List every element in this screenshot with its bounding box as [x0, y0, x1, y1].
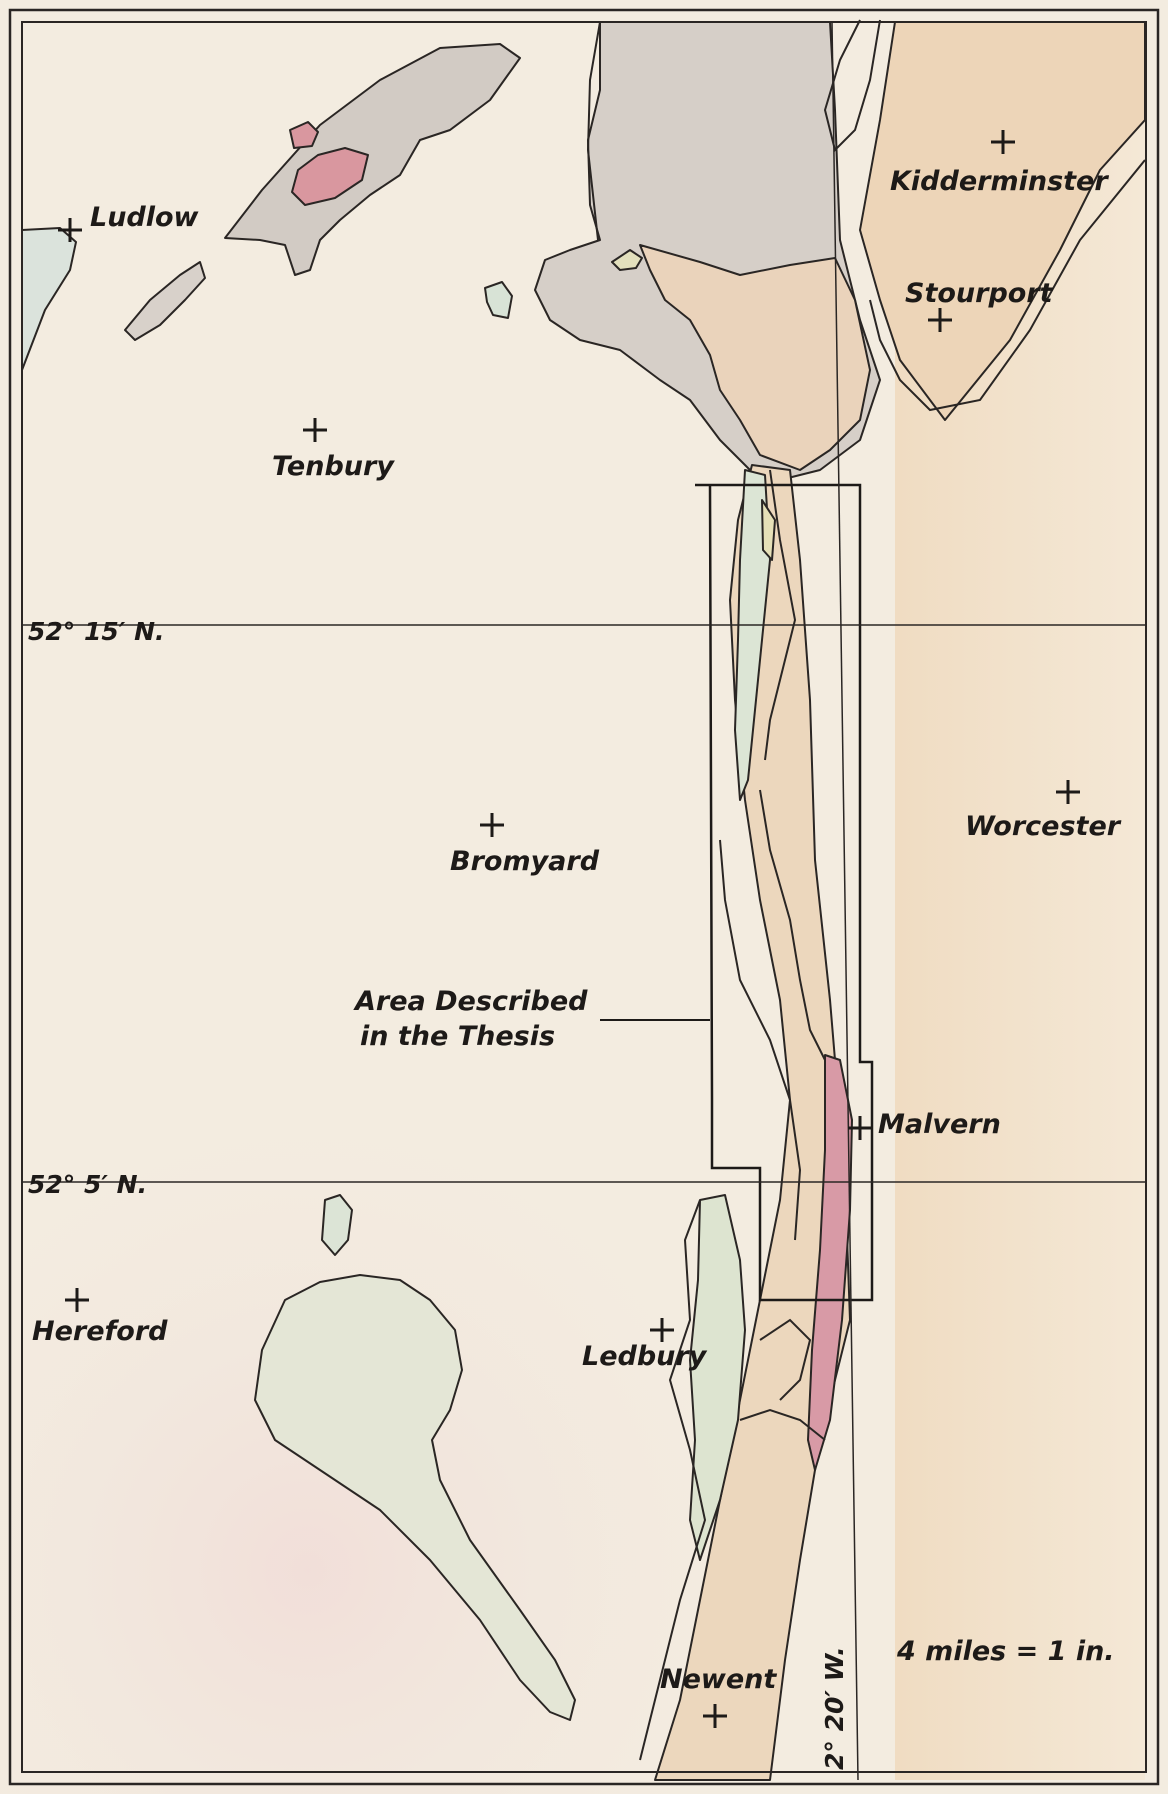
town-marker-ludlow: Ludlow	[58, 202, 200, 242]
woolhope-dome-outcrop	[254, 1274, 576, 1721]
malvern-sandstone-strip	[654, 464, 851, 1781]
town-label: Ludlow	[90, 202, 200, 233]
town-label: Malvern	[878, 1109, 1001, 1140]
town-marker-stourport: Stourport	[905, 278, 1054, 332]
boundary-line	[639, 1199, 707, 1761]
town-label: Hereford	[32, 1316, 168, 1347]
cross-marker-icon	[303, 418, 327, 442]
latitude-label-south: 52° 5′ N.	[28, 1170, 147, 1199]
ledbury-green-band	[689, 1194, 746, 1561]
town-label: Worcester	[965, 811, 1122, 842]
town-label: Stourport	[905, 278, 1054, 309]
study-area-boundary	[695, 483, 874, 1302]
small-green-outcrop	[484, 281, 513, 319]
malvern-red-ridge	[807, 1054, 853, 1471]
longitude-line	[831, 21, 859, 1781]
town-marker-bromyard: Bromyard	[450, 813, 600, 877]
boundary-line	[869, 159, 1146, 412]
cross-marker-icon	[650, 1318, 674, 1342]
town-label: Tenbury	[272, 451, 395, 482]
boundary-line	[739, 1408, 826, 1441]
clee-hills-outcrop	[224, 43, 521, 276]
cross-marker-icon	[703, 1704, 727, 1728]
town-marker-hereford: Hereford	[32, 1288, 168, 1347]
cross-marker-icon	[991, 130, 1015, 154]
coal-field-sandstone	[639, 244, 871, 471]
map-outer-border	[8, 8, 1160, 1786]
boundary-line	[764, 469, 797, 761]
cross-marker-icon	[480, 813, 504, 837]
town-label: Ledbury	[582, 1341, 708, 1372]
boundary-line	[586, 21, 601, 241]
town-label: Newent	[660, 1664, 777, 1695]
cross-marker-icon	[65, 1288, 89, 1312]
longitude-label: 2° 20′ W.	[820, 1646, 849, 1770]
town-marker-newent: Newent	[660, 1664, 777, 1728]
latitude-label-north: 52° 15′ N.	[28, 617, 165, 646]
town-label: Bromyard	[450, 846, 600, 877]
boundary-line	[759, 789, 826, 1061]
red-outcrop-south	[291, 147, 369, 206]
boundary-line	[759, 1318, 812, 1401]
town-marker-kidderminster: Kidderminster	[890, 130, 1109, 197]
town-marker-tenbury: Tenbury	[272, 418, 395, 482]
cross-marker-icon	[848, 1116, 872, 1140]
town-marker-worcester: Worcester	[965, 780, 1122, 842]
scale-label: 4 miles = 1 in.	[896, 1636, 1115, 1667]
eastern-sandstone-region	[895, 22, 1145, 1780]
red-outcrop-north	[289, 121, 319, 149]
town-marker-ledbury: Ledbury	[582, 1318, 708, 1372]
ludlow-anticline-ridge	[124, 261, 206, 341]
study-area-label-line1: Area Described	[353, 986, 588, 1017]
town-label: Kidderminster	[890, 166, 1109, 197]
map-inner-border	[21, 21, 1147, 1773]
small-yellow-outcrop	[611, 249, 643, 271]
small-pale-outcrop	[321, 1194, 353, 1256]
study-area-label-line2: in the Thesis	[360, 1021, 555, 1052]
yellow-lens-north	[761, 499, 776, 561]
cross-marker-icon	[1056, 780, 1080, 804]
cross-marker-icon	[58, 218, 82, 242]
town-marker-malvern: Malvern	[848, 1109, 1001, 1140]
boundary-line	[823, 19, 881, 152]
boundary-line	[719, 839, 802, 1241]
cross-marker-icon	[928, 308, 952, 332]
